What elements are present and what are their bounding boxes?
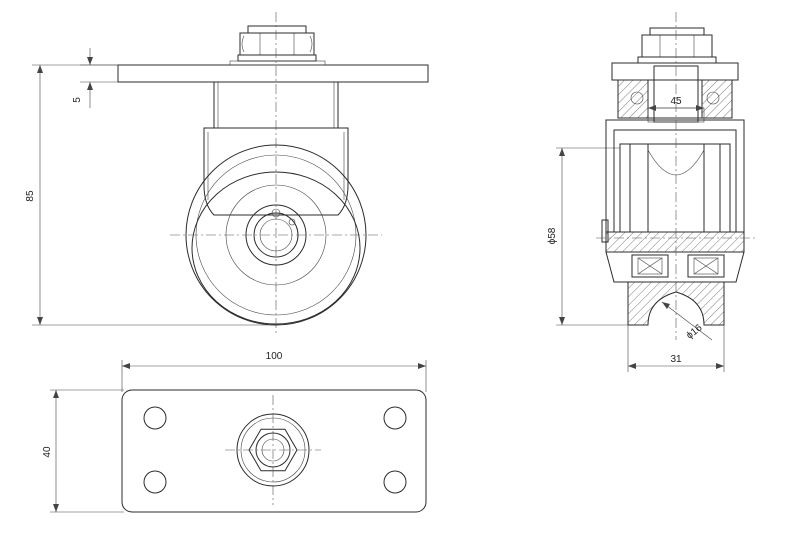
label-plate-thickness: 5 [72,97,83,103]
top-view: 100 40 [42,351,427,513]
dim-plate-thickness: 5 [72,48,118,108]
label-overall-height: 85 [25,190,36,202]
label-wheel-diameter: ϕ58 [547,227,558,244]
mounting-holes [143,406,407,494]
label-plate-width: 40 [42,446,53,458]
front-view: 5 85 [25,12,429,335]
label-plate-length: 100 [266,351,283,362]
label-inner-width: 45 [670,96,682,107]
nut-front [237,25,317,62]
mounting-plate-top [121,389,427,513]
mounting-plate-front [117,64,429,83]
label-groove-diameter: ϕ16 [684,322,704,341]
nut-side [637,27,717,64]
fork-front [203,127,349,216]
dim-plate-length: 100 [121,351,427,392]
fork-side [605,119,745,233]
dim-plate-width: 40 [42,389,124,513]
dim-wheel-width: 31 [627,325,725,372]
dim-wheel-diameter: ϕ58 [547,147,628,326]
side-section-view: 45 ϕ58 31 ϕ16 [547,12,756,372]
dim-overall-height: 85 [25,64,276,326]
wheel-section [627,281,725,326]
label-wheel-width: 31 [670,354,682,365]
dim-inner-width: 45 [648,96,704,111]
bearings-side [631,254,725,278]
